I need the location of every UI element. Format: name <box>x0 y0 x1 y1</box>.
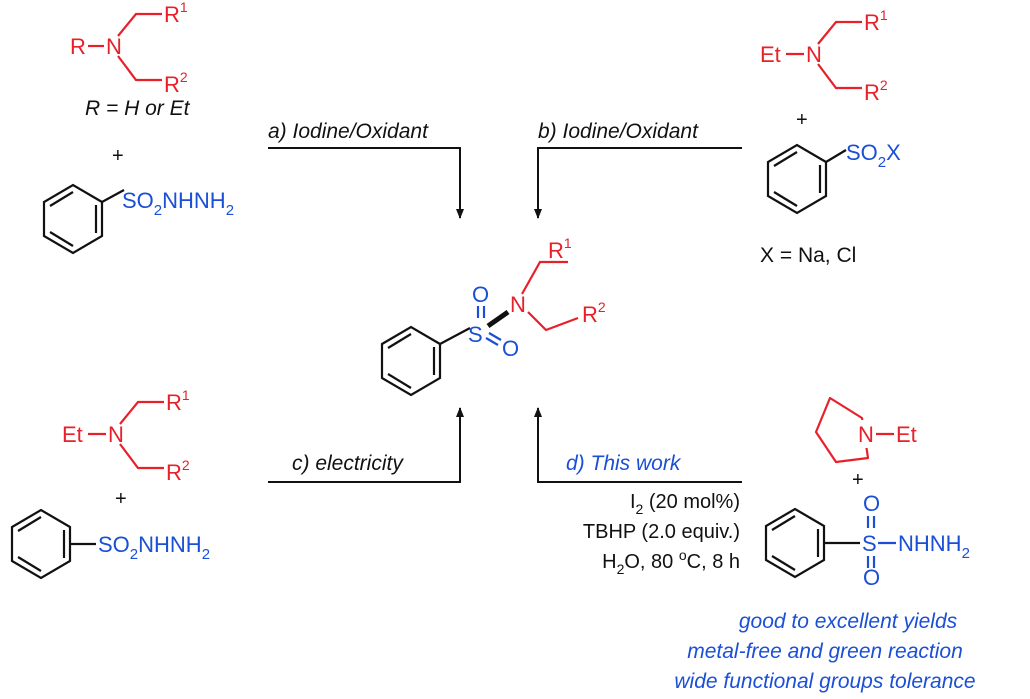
n-label: N <box>106 34 122 59</box>
highlight-green: metal-free and green reaction <box>687 640 963 663</box>
s-label: S <box>468 322 483 347</box>
sulfonyl-x-topright: SO2X <box>766 140 901 215</box>
r2-label: R2 <box>864 77 888 105</box>
sulfonylhydrazide-bottomright: S O O NHNH2 <box>764 491 970 590</box>
route-b-label: b) Iodine/Oxidant <box>538 120 699 143</box>
highlights: good to excellent yields metal-free and … <box>674 610 975 693</box>
o-right-label: O <box>502 336 519 361</box>
route-b-arrow <box>534 147 742 219</box>
plus-topleft: + <box>112 145 124 167</box>
highlight-yields: good to excellent yields <box>739 610 958 633</box>
r-label: R <box>70 34 86 59</box>
highlight-tolerance: wide functional groups tolerance <box>674 670 975 693</box>
x-definition: X = Na, Cl <box>760 244 856 267</box>
et-label: Et <box>62 422 83 447</box>
r1-label: R1 <box>864 7 888 35</box>
o-bottom-label: O <box>863 565 880 590</box>
r1-label: R1 <box>166 387 190 415</box>
r1-label: R1 <box>164 0 188 27</box>
n-label: N <box>108 422 124 447</box>
route-a-label: a) Iodine/Oxidant <box>268 120 429 143</box>
condition-solvent-temp: H2O, 80 oC, 8 h <box>602 547 740 577</box>
plus-topright: + <box>796 109 808 131</box>
r2-label: R2 <box>582 299 606 327</box>
route-d-label: d) This work <box>566 452 682 475</box>
amine-topright: Et N R1 R2 <box>760 7 888 105</box>
so2nhnh2-label: SO2NHNH2 <box>98 532 210 563</box>
condition-catalyst: I2 (20 mol%) <box>630 491 740 517</box>
n-label-mask <box>852 420 876 448</box>
plus-bottomleft: + <box>115 488 127 510</box>
r2-label: R2 <box>166 457 190 485</box>
r2-label: R2 <box>164 69 188 97</box>
route-a-arrow <box>268 147 464 219</box>
so2nhnh2-label: SO2NHNH2 <box>122 188 234 219</box>
amine-bottomleft: Et N R1 R2 <box>62 387 190 485</box>
et-label: Et <box>760 42 781 67</box>
sulfonylhydrazide-topleft: SO2NHNH2 <box>42 183 234 255</box>
r1-label: R1 <box>548 235 572 263</box>
o-top-label: O <box>472 282 489 307</box>
n-label: N <box>510 292 526 317</box>
n-label: N <box>806 42 822 67</box>
sulfonamide-product: S O O N R1 R2 <box>380 235 606 397</box>
amine-topleft: R N R1 R2 <box>70 0 188 97</box>
route-d-arrow <box>534 407 742 483</box>
r-definition: R = H or Et <box>85 97 191 120</box>
et-label: Et <box>896 422 917 447</box>
condition-oxidant: TBHP (2.0 equiv.) <box>583 521 740 543</box>
route-c-label: c) electricity <box>292 452 404 475</box>
route-c-arrow <box>268 407 464 483</box>
o-top-label: O <box>863 491 880 516</box>
sulfonylhydrazide-bottomleft: SO2NHNH2 <box>10 508 210 580</box>
plus-bottomright: + <box>852 469 864 491</box>
reaction-conditions: I2 (20 mol%) TBHP (2.0 equiv.) H2O, 80 o… <box>583 491 740 577</box>
n-label: N <box>858 422 874 447</box>
so2x-label: SO2X <box>846 140 901 171</box>
s-label: S <box>862 531 877 556</box>
nhnh2-label: NHNH2 <box>898 531 970 562</box>
